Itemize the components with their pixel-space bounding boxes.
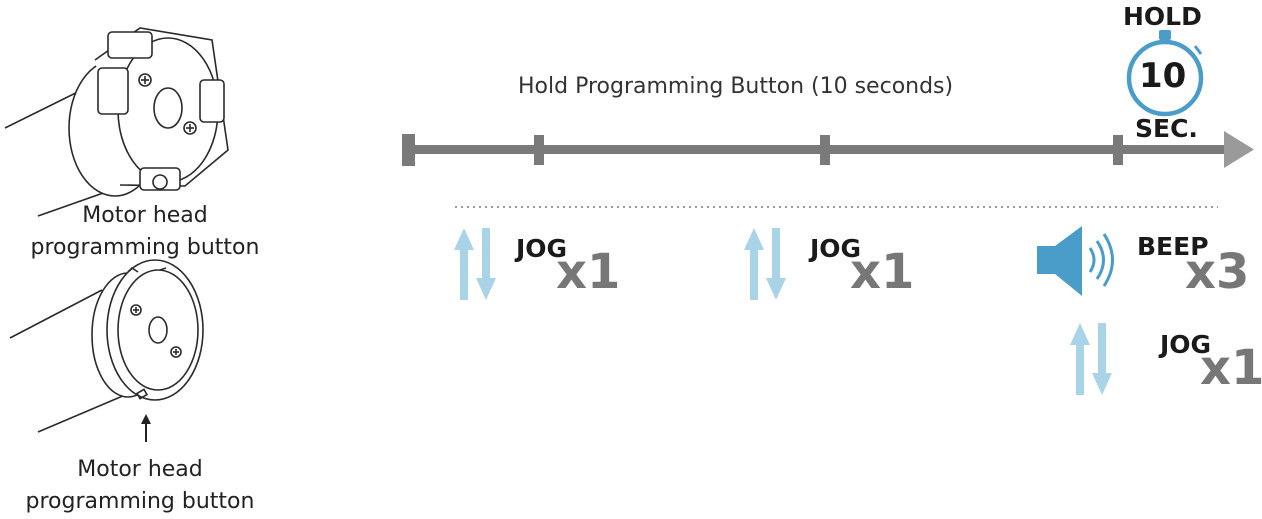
step-count-2: x1 [850,244,915,300]
timer-number: 10 [1139,56,1187,96]
stopwatch-icon [1126,30,1204,117]
step-word-3: BEEP [1137,232,1209,261]
step-count-1: x1 [556,244,621,300]
timer-sec-label: SEC. [1135,114,1198,143]
motor-caption-bottom-line1: Motor head [77,457,203,482]
motor-head-illustration-bottom [9,259,204,433]
motor-caption-bottom-line2: programming button [25,489,255,514]
step-word-4: JOG [1160,330,1212,359]
instruction-heading: Hold Programming Button (10 seconds) [518,74,954,99]
motor-caption-top: Motor head programming button [20,200,270,264]
motor-head-illustration-top [4,27,229,217]
jog-arrows-icon-3 [1070,323,1112,395]
jog-arrows-icon-1 [454,228,496,300]
timeline [402,131,1254,168]
motor-caption-bottom: Motor head programming button [15,454,265,518]
motor-caption-top-line1: Motor head [82,203,208,228]
step-count-4: x1 [1200,340,1262,396]
motor-caption-top-line2: programming button [30,235,260,260]
jog-arrows-icon-2 [744,228,786,300]
step-count-3: x3 [1185,244,1250,300]
pointer-arrow-icon [141,414,151,442]
timer-hold-label: HOLD [1123,2,1202,31]
step-word-2: JOG [810,234,862,263]
speaker-icon [1037,226,1114,296]
step-word-1: JOG [516,234,568,263]
